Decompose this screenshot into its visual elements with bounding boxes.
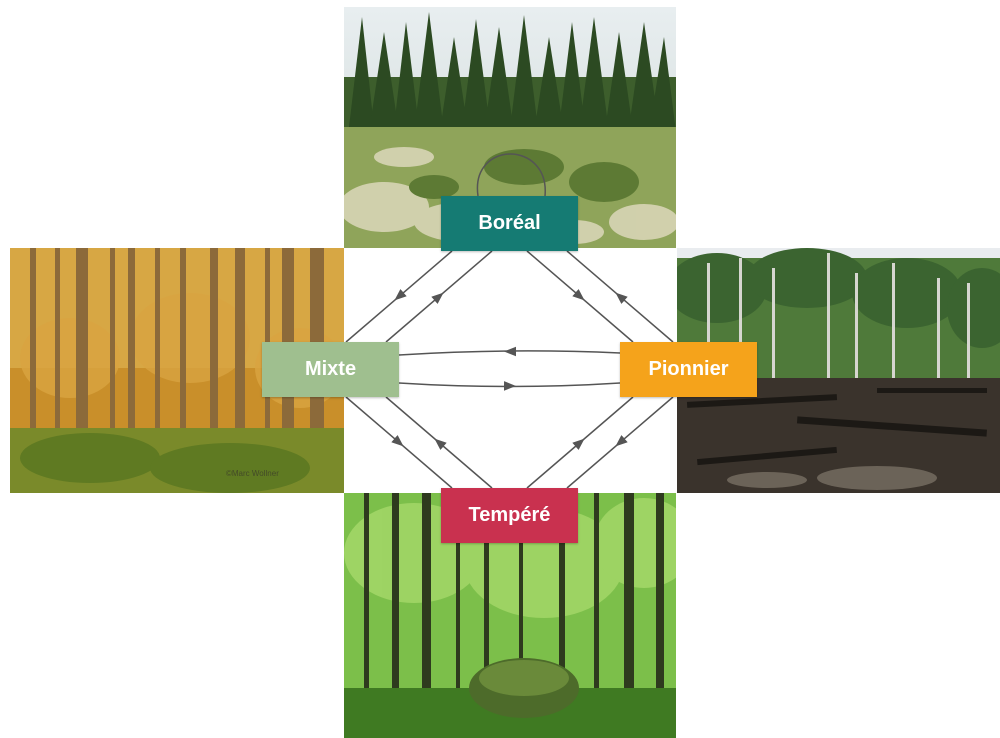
node-boreal-label: Boréal (478, 212, 541, 234)
node-mixte: Mixte (262, 342, 399, 397)
node-tempere-label: Tempéré (468, 504, 551, 526)
arrow-pionnier-to-tempere (566, 396, 674, 489)
arrow-tempere-to-pionnier (526, 396, 634, 489)
arrow-mixte-to-boreal (385, 250, 493, 343)
arrow-mixte-to-pionnier (398, 382, 621, 388)
arrow-pionnier-to-boreal (566, 250, 674, 343)
arrow-tempere-to-mixte (385, 396, 493, 489)
node-boreal: Boréal (441, 196, 578, 251)
arrow-pionnier-to-mixte (398, 350, 621, 356)
arrow-mixte-to-tempere (345, 396, 453, 489)
node-pionnier: Pionnier (620, 342, 757, 397)
photo-pioneer-burnt-clearing (677, 248, 1000, 493)
arrow-boreal-to-pionnier (526, 250, 634, 343)
photo-credit: ©Marc Wollner (226, 469, 279, 478)
arrow-boreal-to-mixte (345, 250, 453, 343)
node-pionnier-label: Pionnier (648, 358, 729, 380)
node-mixte-label: Mixte (304, 358, 357, 380)
node-tempere: Tempéré (441, 488, 578, 543)
arrow-boreal-self-loop (476, 153, 546, 197)
